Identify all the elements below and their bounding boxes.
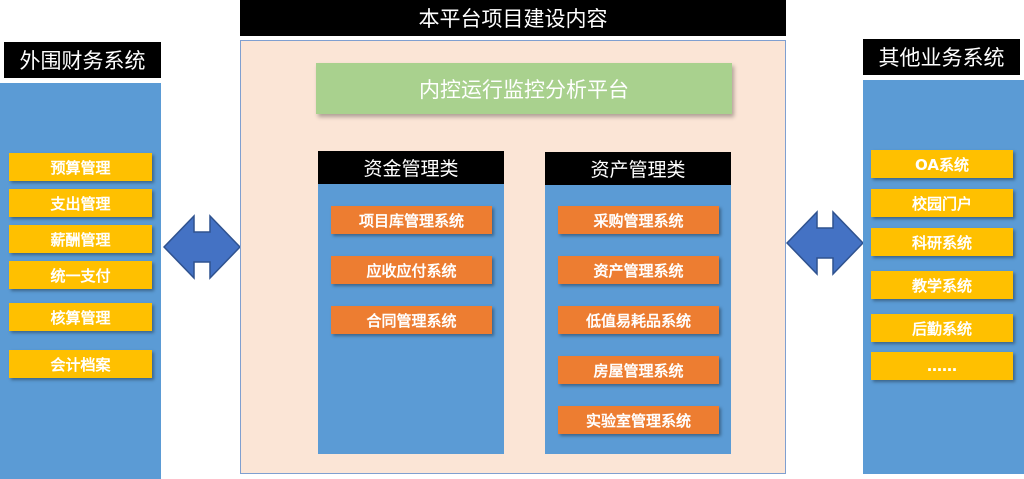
left-item-archive[interactable]: 会计档案 — [9, 350, 152, 378]
assets-item-consumables[interactable]: 低值易耗品系统 — [558, 306, 719, 334]
left-item-salary[interactable]: 薪酬管理 — [9, 225, 152, 253]
assets-title: 资产管理类 — [545, 152, 731, 185]
assets-item-housing[interactable]: 房屋管理系统 — [558, 356, 719, 384]
left-item-expense[interactable]: 支出管理 — [9, 189, 152, 217]
left-item-budget[interactable]: 预算管理 — [9, 153, 152, 181]
left-title: 外围财务系统 — [4, 42, 161, 78]
right-title: 其他业务系统 — [863, 39, 1020, 75]
funds-title: 资金管理类 — [318, 151, 504, 184]
left-item-accounting[interactable]: 核算管理 — [9, 303, 152, 331]
right-item-oa[interactable]: OA系统 — [871, 150, 1013, 178]
assets-item-laboratory[interactable]: 实验室管理系统 — [558, 406, 719, 434]
right-item-campus-portal[interactable]: 校园门户 — [871, 189, 1013, 217]
control-platform-box[interactable]: 内控运行监控分析平台 — [316, 63, 732, 114]
right-item-logistics[interactable]: 后勤系统 — [871, 314, 1013, 342]
right-item-teaching[interactable]: 教学系统 — [871, 271, 1013, 299]
assets-item-asset[interactable]: 资产管理系统 — [558, 256, 719, 284]
left-item-payment[interactable]: 统一支付 — [9, 261, 152, 289]
right-item-research[interactable]: 科研系统 — [871, 228, 1013, 256]
funds-item-project-library[interactable]: 项目库管理系统 — [331, 206, 492, 234]
funds-item-contract[interactable]: 合同管理系统 — [331, 306, 492, 334]
funds-item-receivable-payable[interactable]: 应收应付系统 — [331, 256, 492, 284]
left-double-arrow-icon — [163, 214, 241, 280]
right-double-arrow-icon — [786, 210, 864, 276]
assets-item-procurement[interactable]: 采购管理系统 — [558, 206, 719, 234]
right-item-more[interactable]: …… — [871, 352, 1013, 380]
platform-title: 本平台项目建设内容 — [240, 0, 786, 36]
